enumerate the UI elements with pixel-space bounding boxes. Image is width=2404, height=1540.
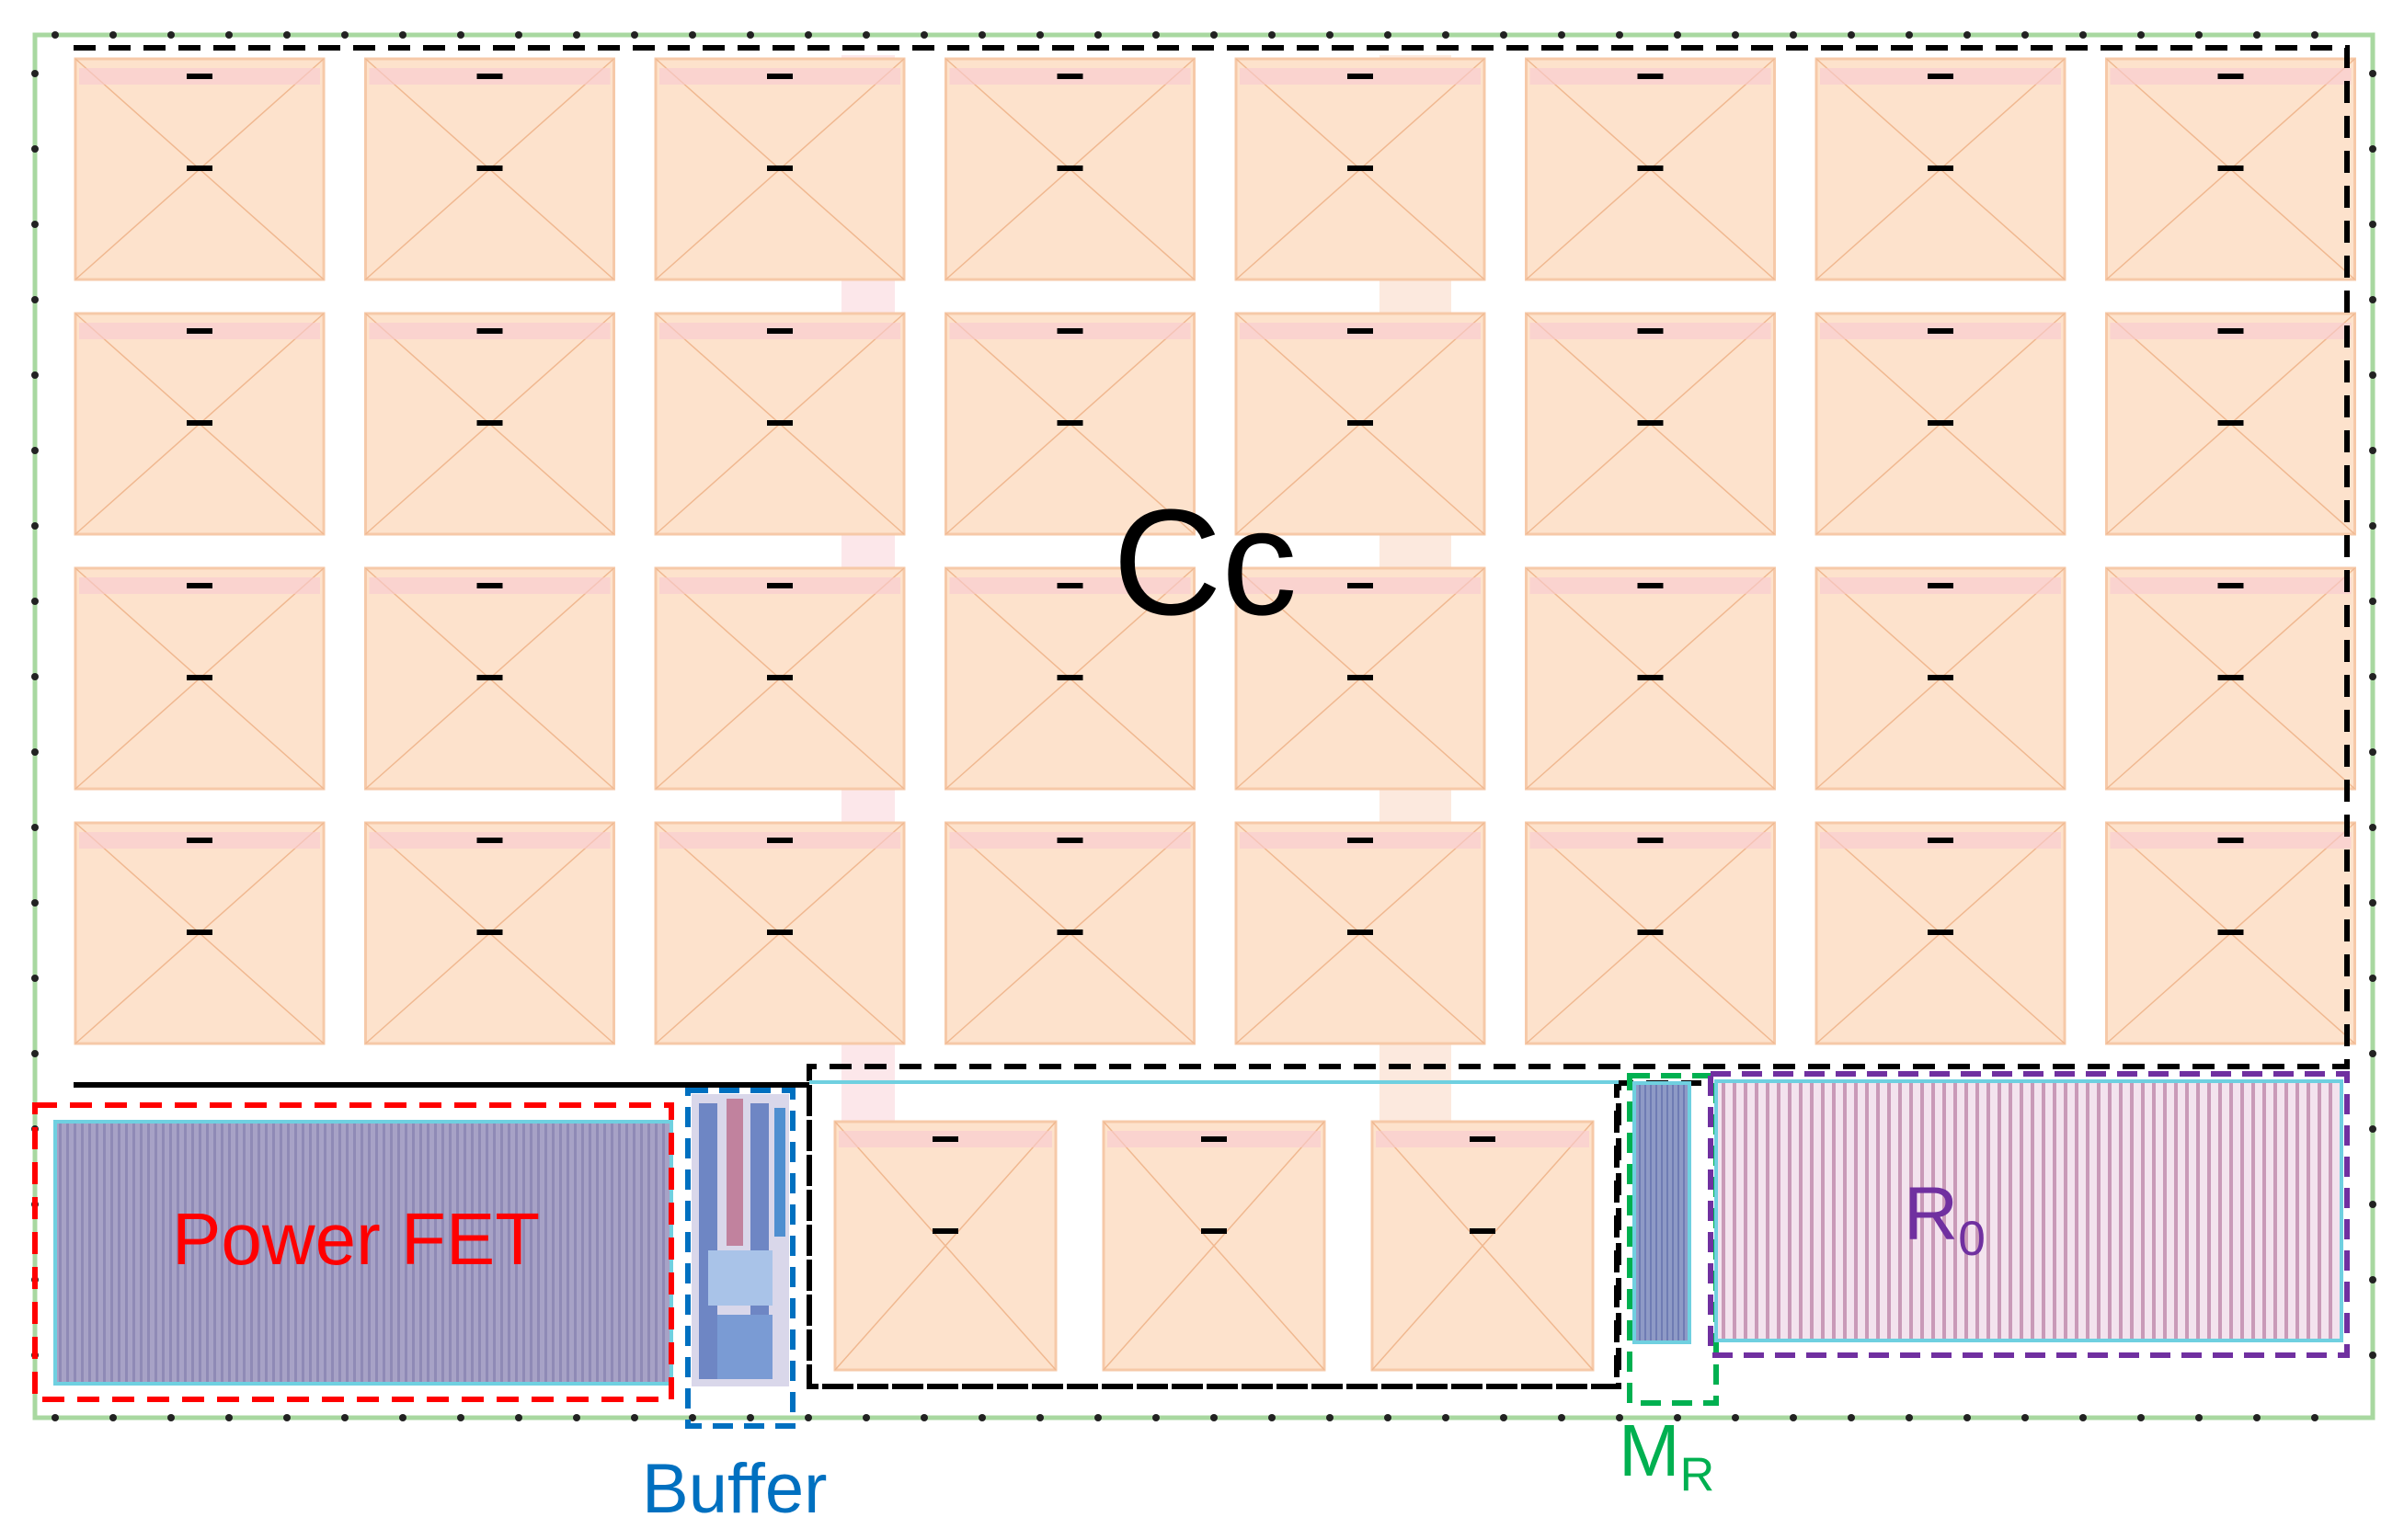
capacitor-cell (2105, 312, 2356, 536)
capacitor-cell (1525, 312, 1776, 536)
capacitor-cell (364, 821, 615, 1045)
capacitor-cell (1814, 566, 2066, 791)
power-fet-outline (32, 1102, 674, 1402)
mr-label-subscript: R (1679, 1448, 1715, 1502)
capacitor-cell (1234, 57, 1486, 281)
capacitor-cell (1525, 821, 1776, 1045)
capacitor-cell (1102, 1120, 1326, 1372)
capacitor-cell (2105, 566, 2356, 791)
r0-label: R0 (1904, 1177, 1986, 1267)
cc-label: Cc (1113, 478, 1298, 646)
capacitor-cell (74, 312, 326, 536)
capacitor-cell (654, 312, 906, 536)
capacitor-cell (74, 566, 326, 791)
capacitor-cell (364, 566, 615, 791)
capacitor-cell (364, 57, 615, 281)
capacitor-array (74, 57, 2356, 1045)
capacitor-cell (364, 312, 615, 536)
capacitor-cell (1525, 57, 1776, 281)
r0-label-subscript: 0 (1958, 1212, 1986, 1267)
mr-label: MR (1619, 1414, 1714, 1500)
cc-outline-bottom (807, 1083, 1620, 1389)
capacitor-cell (944, 57, 1196, 281)
capacitor-cell (1814, 821, 2066, 1045)
capacitor-cell (944, 312, 1196, 536)
capacitor-cell (654, 57, 906, 281)
r0-outline (1708, 1071, 2350, 1358)
cc-outline (74, 45, 2350, 1389)
r0-block (1714, 1079, 2343, 1342)
capacitor-cell (1814, 312, 2066, 536)
capacitor-cell (833, 1120, 1058, 1372)
capacitor-array-bottom (833, 1120, 1595, 1372)
capacitor-cell (944, 821, 1196, 1045)
capacitor-cell (74, 57, 326, 281)
r0-label-main: R (1904, 1172, 1959, 1256)
capacitor-cell (944, 566, 1196, 791)
capacitor-cell (1234, 566, 1486, 791)
capacitor-cell (654, 821, 906, 1045)
capacitor-cell (1370, 1120, 1595, 1372)
die-boundary-dots (31, 31, 2376, 1421)
mr-label-main: M (1619, 1409, 1680, 1491)
die-outline (32, 32, 2375, 1420)
capacitor-cell (74, 821, 326, 1045)
capacitor-cell (1525, 566, 1776, 791)
power-fet-block (53, 1120, 673, 1386)
buffer-block (692, 1094, 789, 1386)
capacitor-cell (1814, 57, 2066, 281)
capacitor-cell (1234, 821, 1486, 1045)
buffer-label: Buffer (642, 1450, 828, 1528)
capacitor-cell (1234, 312, 1486, 536)
capacitor-cell (2105, 57, 2356, 281)
capacitor-cell (654, 566, 906, 791)
power-fet-label: Power FET (172, 1198, 541, 1280)
mr-block (1632, 1081, 1691, 1344)
capacitor-cell (2105, 821, 2356, 1045)
